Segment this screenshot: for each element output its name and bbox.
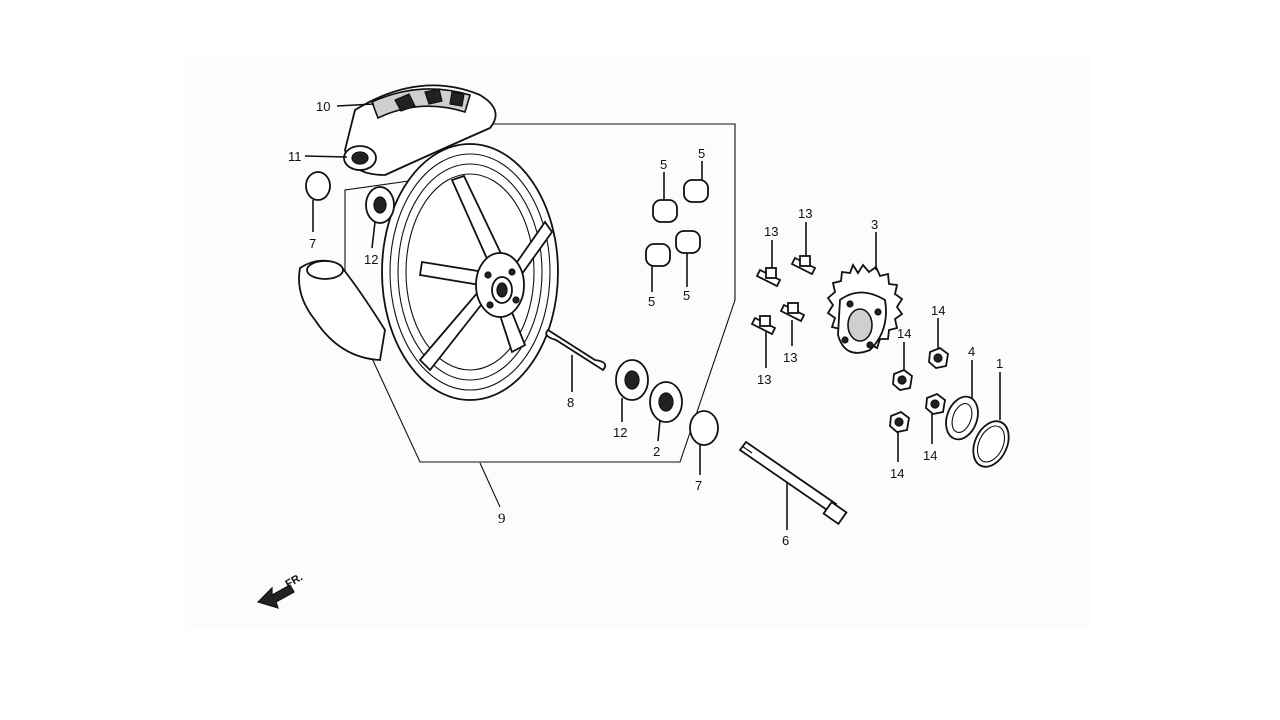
sprocket-3 (826, 262, 904, 354)
callout-5d: 5 (683, 288, 690, 303)
seal-4 (945, 395, 979, 441)
callout-12-left: 12 (364, 252, 378, 267)
fender-opening (306, 260, 344, 280)
callout-6: 6 (782, 533, 789, 548)
callout-14a: 14 (931, 303, 945, 318)
callout-5b: 5 (698, 146, 705, 161)
callout-10: 10 (316, 99, 330, 114)
callout-9: 9 (498, 511, 506, 527)
studs-13 (750, 255, 817, 336)
callout-4: 4 (968, 344, 975, 359)
callout-3: 3 (871, 217, 878, 232)
callout-11: 11 (288, 149, 302, 164)
callout-5c: 5 (648, 294, 655, 309)
leader-12-left (371, 221, 376, 249)
circlip-1 (972, 420, 1010, 468)
callout-13b: 13 (798, 206, 812, 221)
callout-8: 8 (567, 395, 574, 410)
collar-7-right (689, 410, 719, 446)
axle-6 (738, 440, 848, 526)
callout-14c: 14 (923, 448, 937, 463)
tire (343, 84, 497, 176)
callout-14b: 14 (897, 326, 911, 341)
front-arrow-icon (256, 584, 295, 609)
nuts-14 (889, 346, 949, 433)
leader-11 (304, 155, 348, 158)
dampers-5 (645, 179, 709, 267)
callout-1: 1 (996, 356, 1003, 371)
callout-2: 2 (653, 444, 660, 459)
front-arrow-label: FR. (284, 571, 305, 590)
callout-7-right: 7 (695, 478, 702, 493)
leader-10 (336, 103, 375, 107)
callout-12-right: 12 (613, 425, 627, 440)
callout-13c: 13 (757, 372, 771, 387)
distance-collar-8 (545, 328, 607, 372)
leader-9 (479, 462, 501, 508)
callout-7-left: 7 (309, 236, 316, 251)
callout-13a: 13 (764, 224, 778, 239)
callout-14d: 14 (890, 466, 904, 481)
leader-2 (657, 419, 661, 442)
collar-7-left (305, 171, 331, 201)
assembly-outline (344, 123, 736, 463)
wheel (381, 143, 559, 401)
callout-5a: 5 (660, 157, 667, 172)
callout-13d: 13 (783, 350, 797, 365)
